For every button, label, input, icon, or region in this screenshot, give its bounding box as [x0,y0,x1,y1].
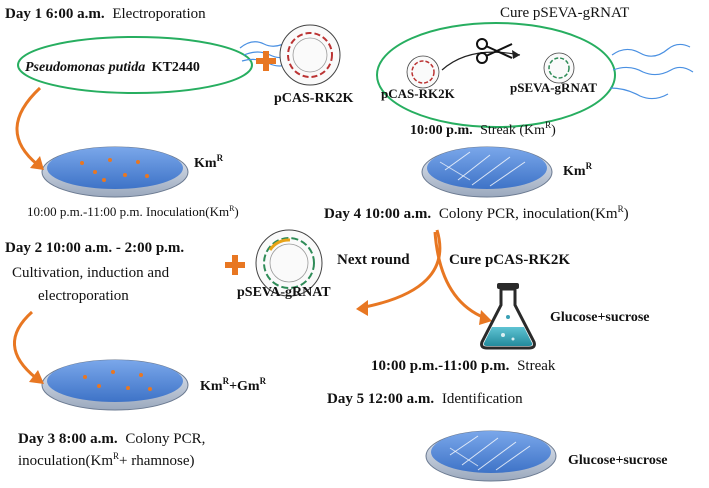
cured-cell: pCAS-RK2K pSEVA-gRNAT [376,22,694,128]
plasmid-pseva-gRNAT-icon [255,229,323,297]
flagellum-icon [612,66,694,76]
day2-heading: Day 2 10:00 a.m. - 2:00 p.m. [5,240,184,256]
arrow-day1-to-plate [15,86,42,167]
flask-icon [480,283,536,350]
plasmid-pcas-rk2k-icon [279,24,341,86]
arrow-cure-rk2k [433,231,486,320]
arrow-next-round [359,229,442,310]
pseva-gRNAT-label: pSEVA-gRNAT [237,285,331,300]
day3-line2: inoculation(KmR+ rhamnose) [18,451,195,469]
colony [97,384,101,388]
day1-heading: Day 1 6:00 a.m. Electroporation [5,6,206,22]
colony [83,375,87,379]
day2-line2: electroporation [38,288,129,304]
colony [145,174,149,178]
colony [108,158,112,162]
pcas-rk2k-label: pCAS-RK2K [274,91,353,106]
colony [136,160,140,164]
plate-kmr-left-label: KmR [194,153,224,171]
plus-icon [256,51,276,71]
day3-heading: Day 3 8:00 a.m. Colony PCR, [18,431,205,447]
cell-pcas-rk2k-label: pCAS-RK2K [381,86,456,101]
colony [93,170,97,174]
cure-gRNAT-label: Cure pSEVA-gRNAT [500,5,629,21]
colony [111,370,115,374]
colony [102,178,106,182]
day1-action: Electroporation [112,6,206,22]
day4-heading: Day 4 10:00 a.m. Colony PCR, inoculation… [324,204,629,222]
plate-final-label: Glucose+sucrose [568,453,668,468]
colony [123,173,127,177]
colony [139,373,143,377]
streak-plate-kmr [421,146,553,198]
plate-1-kmr [41,146,189,198]
pseudomonas-cell: Pseudomonas putida KT2440 [17,36,295,94]
colony [80,161,84,165]
flask-medium-label: Glucose+sucrose [550,310,650,325]
day1-time: Day 1 6:00 a.m. [5,6,105,22]
streak-day4-label: 10:00 p.m.-11:00 p.m. Streak [371,358,556,374]
flagellum-icon [611,43,691,57]
colony [126,386,130,390]
streak-day1-label: 10:00 p.m. Streak (KmR) [410,120,556,138]
day5-heading: Day 5 12:00 a.m. Identification [327,391,523,407]
curve-arrow [441,51,521,71]
day2-line1: Cultivation, induction and [12,265,170,281]
scissors-icon [476,38,513,64]
strain-label: Pseudomonas putida KT2440 [25,60,200,75]
plate-kmr-right-label: KmR [563,161,593,179]
next-round-label: Next round [337,252,410,268]
streak-plate-final [425,430,557,482]
inoculation-day1-label: 10:00 p.m.-11:00 p.m. Inoculation(KmR) [27,204,239,219]
plate-kmr-gmr-label: KmR+GmR [200,376,267,394]
cure-rk2k-label: Cure pCAS-RK2K [449,252,570,268]
plus-icon [225,255,245,275]
plate-2-kmr-gmr [41,359,189,411]
flagellum-icon [609,87,669,100]
arrow-day2-to-plate [13,310,37,380]
colony [148,387,152,391]
cell-pseva-gRNAT-label: pSEVA-gRNAT [510,80,597,95]
